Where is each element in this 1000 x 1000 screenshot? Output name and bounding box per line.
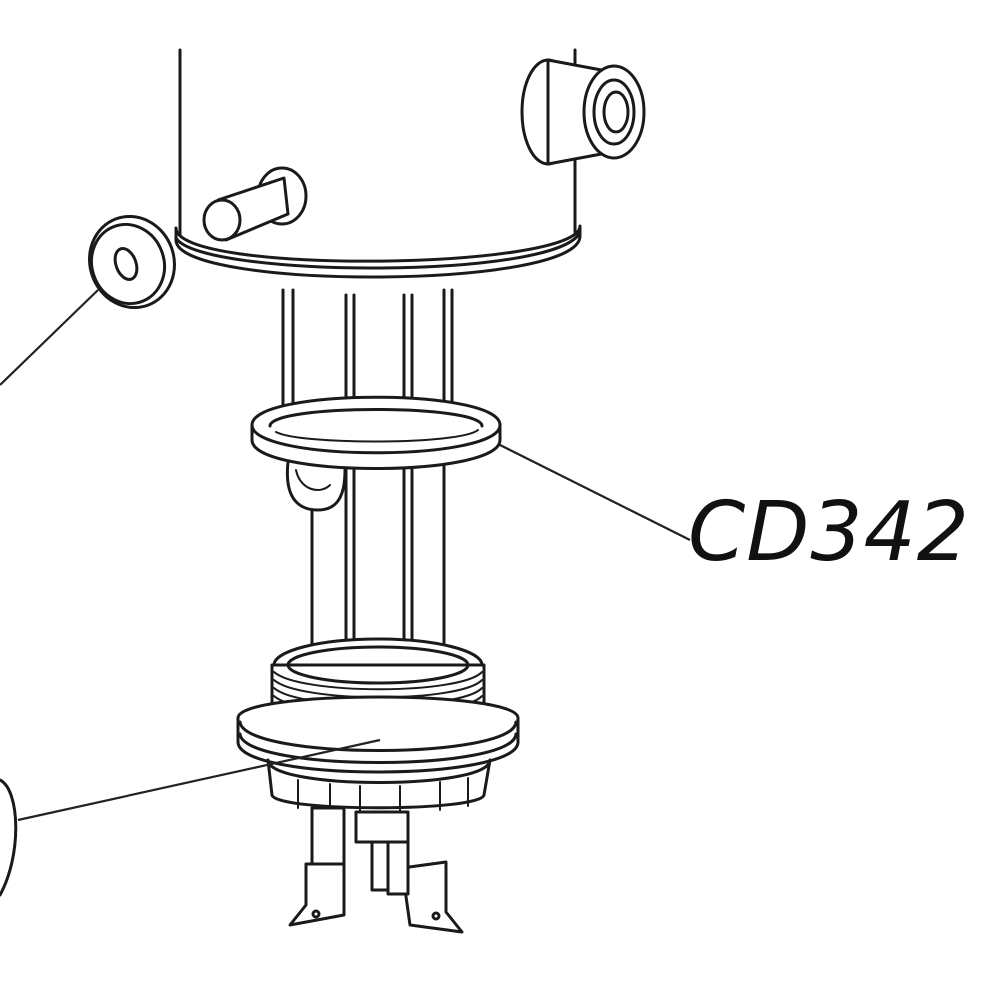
side-fitting [520, 58, 646, 166]
tank-stud [202, 166, 308, 242]
flange-collar [236, 695, 520, 813]
part-number-label: CD342 [688, 485, 970, 580]
washer-part [0, 214, 176, 386]
element-tubes [281, 288, 454, 682]
cd342-leader-line [499, 444, 691, 541]
tank-body [174, 48, 582, 279]
terminals [288, 806, 464, 934]
lower-callout [0, 738, 381, 897]
o-ring-gasket [250, 395, 502, 470]
